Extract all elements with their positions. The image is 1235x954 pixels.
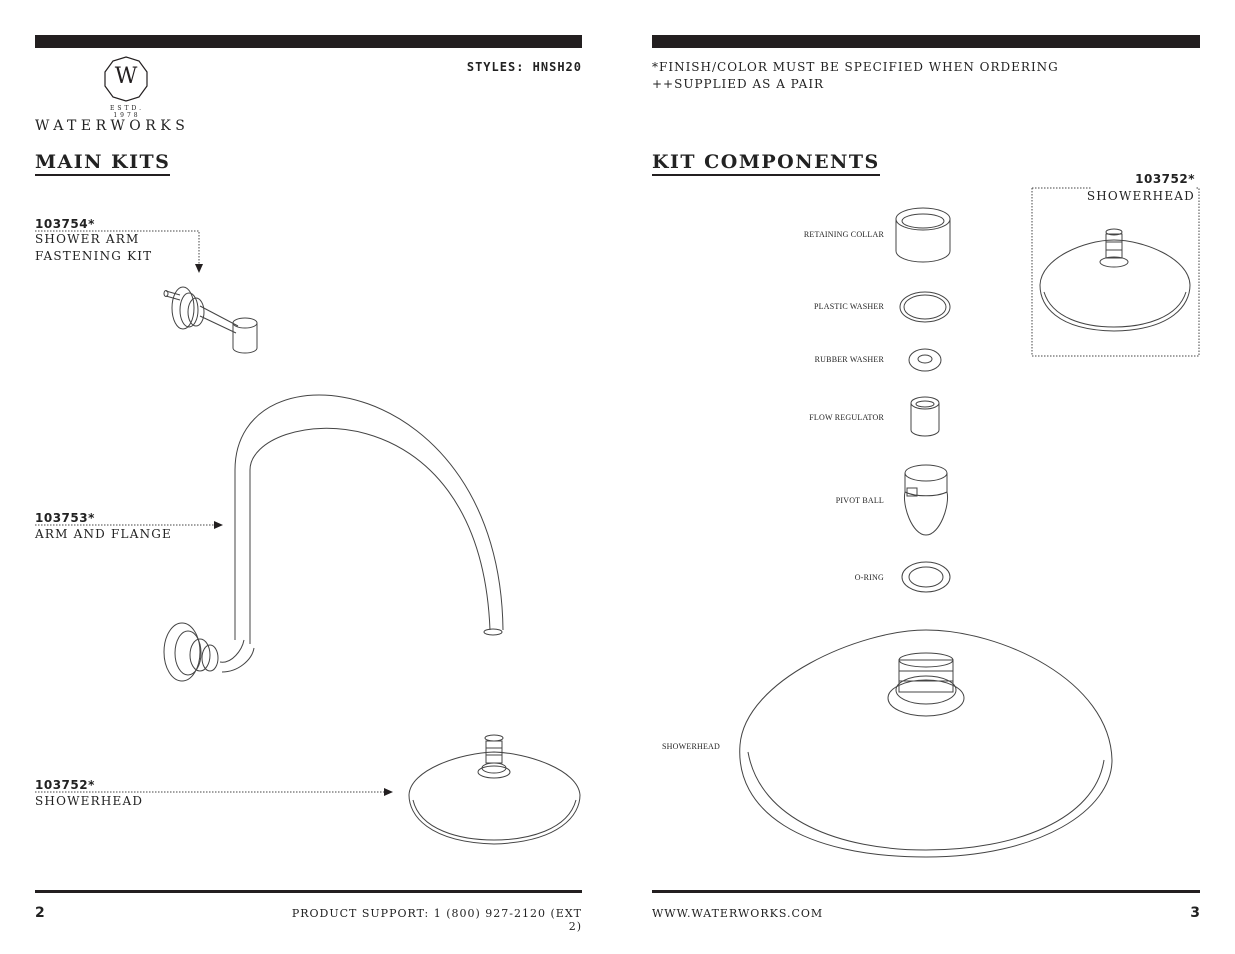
left-top-bar <box>35 35 582 48</box>
logo-estd: ESTD. 1978 <box>110 105 144 119</box>
kit-description: SHOWERHEAD <box>35 794 144 808</box>
note-finish: *FINISH/COLOR MUST BE SPECIFIED WHEN ORD… <box>652 60 1059 74</box>
main-kits-heading: MAIN KITS <box>35 151 171 176</box>
right-footer-rule <box>652 890 1200 893</box>
kit-part-number: 103754* <box>35 217 95 231</box>
component-label: PIVOT BALL <box>835 496 884 505</box>
logo-monogram: W <box>114 64 138 89</box>
component-label: RETAINING COLLAR <box>803 230 884 239</box>
kit-box-part-number: 103752* <box>1135 172 1195 186</box>
component-label: FLOW REGULATOR <box>809 413 884 422</box>
note-pair: ++SUPPLIED AS A PAIR <box>652 77 825 91</box>
page-number: 3 <box>1190 905 1200 921</box>
kit-description: FASTENING KIT <box>35 249 153 263</box>
component-label: RUBBER WASHER <box>814 355 884 364</box>
kit-box-description: SHOWERHEAD <box>1086 189 1195 203</box>
right-top-bar <box>652 35 1200 48</box>
website-link[interactable]: WWW.WATERWORKS.COM <box>652 907 824 920</box>
component-label: PLASTIC WASHER <box>814 302 884 311</box>
kit-description: SHOWER ARM <box>35 232 140 246</box>
kit-part-number: 103752* <box>35 778 95 792</box>
left-footer-rule <box>35 890 582 893</box>
logo-wordmark: WATERWORKS <box>35 118 190 134</box>
styles-label: STYLES: HNSH20 <box>466 60 582 74</box>
kit-components-heading: KIT COMPONENTS <box>652 151 880 176</box>
kit-part-number: 103753* <box>35 511 95 525</box>
product-support-text: PRODUCT SUPPORT: 1 (800) 927-2120 (EXT 2… <box>291 907 582 933</box>
page-number: 2 <box>35 905 45 921</box>
component-label: SHOWERHEAD <box>662 742 720 751</box>
component-label: O-RING <box>854 573 884 582</box>
kit-description: ARM AND FLANGE <box>35 527 173 541</box>
